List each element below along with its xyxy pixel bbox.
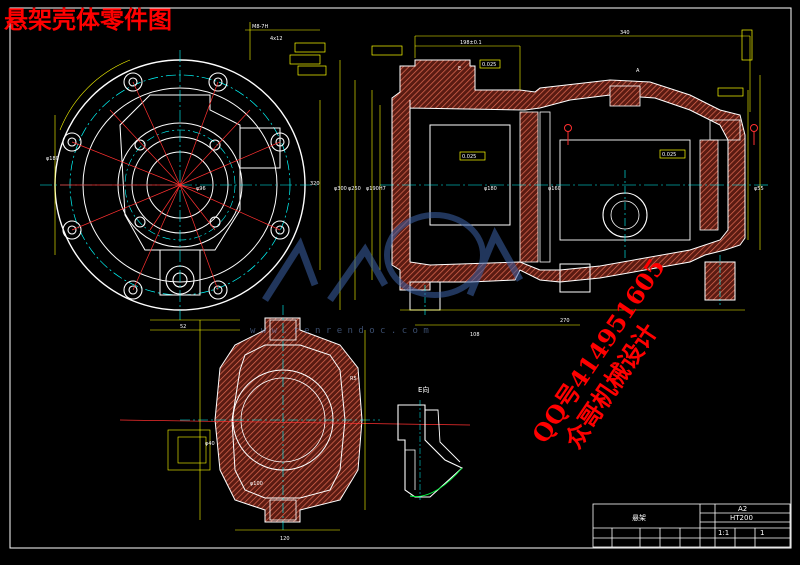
main-section-view: 198±0.1 340 φ300 φ250 φ190H7 φ180 φ160 φ… bbox=[289, 29, 770, 338]
svg-text:270: 270 bbox=[560, 318, 570, 324]
svg-text:0.025: 0.025 bbox=[482, 62, 496, 68]
casing-section bbox=[391, 59, 746, 291]
drawing-frame bbox=[9, 7, 792, 549]
watermark-url: w w w . r e n r e n d o c . c o m bbox=[250, 326, 429, 336]
svg-text:198±0.1: 198±0.1 bbox=[460, 40, 482, 46]
watermark-qq: QQ号414951605 众哥机械设计 bbox=[526, 253, 671, 454]
svg-text:340: 340 bbox=[620, 30, 630, 36]
svg-text:φ100: φ100 bbox=[250, 481, 263, 487]
title-block-text: 悬架 A2 HT200 1:1 1 bbox=[632, 505, 764, 537]
svg-text:φ180: φ180 bbox=[484, 186, 497, 192]
sheet-count: 1 bbox=[760, 529, 764, 537]
e-view-label: E向 bbox=[418, 385, 429, 394]
e-view-detail: E向 bbox=[397, 385, 463, 500]
cross-section-view: R5 φ40 φ100 120 bbox=[119, 305, 471, 542]
svg-text:φ55: φ55 bbox=[754, 186, 764, 192]
svg-text:φ190H7: φ190H7 bbox=[366, 186, 386, 192]
drawing-title: 悬架壳体零件图 bbox=[4, 5, 172, 34]
svg-text:φ160: φ160 bbox=[548, 186, 561, 192]
scale: 1:1 bbox=[718, 529, 729, 537]
end-view: M8-7H 4x12 φ180 φ96 52 320 bbox=[40, 22, 321, 331]
svg-text:0.025: 0.025 bbox=[462, 154, 476, 160]
svg-text:φ300: φ300 bbox=[334, 186, 347, 192]
svg-text:φ40: φ40 bbox=[205, 441, 215, 447]
svg-text:φ96: φ96 bbox=[196, 186, 206, 192]
material: HT200 bbox=[730, 514, 753, 522]
sheet-size: A2 bbox=[738, 505, 747, 513]
watermark-logo: w w w . r e n r e n d o c . c o m bbox=[250, 212, 524, 336]
svg-text:φ180: φ180 bbox=[46, 156, 59, 162]
svg-text:M8-7H: M8-7H bbox=[252, 24, 268, 30]
svg-text:120: 120 bbox=[280, 536, 290, 542]
title-block bbox=[592, 503, 791, 548]
cross-section-dim-labels: R5 φ40 φ100 120 bbox=[205, 376, 357, 542]
part-name: 悬架 bbox=[632, 514, 646, 522]
svg-text:E: E bbox=[458, 66, 461, 72]
svg-text:R5: R5 bbox=[350, 376, 357, 382]
svg-text:4x12: 4x12 bbox=[270, 36, 283, 42]
section-dim-labels: 198±0.1 340 φ300 φ250 φ190H7 φ180 φ160 φ… bbox=[334, 30, 764, 338]
svg-text:108: 108 bbox=[470, 332, 480, 338]
end-view-dim-labels: M8-7H 4x12 φ180 φ96 52 320 bbox=[46, 24, 320, 330]
svg-text:φ250: φ250 bbox=[348, 186, 361, 192]
svg-text:A: A bbox=[636, 68, 640, 74]
svg-text:52: 52 bbox=[180, 324, 186, 330]
svg-text:0.025: 0.025 bbox=[662, 152, 676, 158]
svg-text:320: 320 bbox=[310, 181, 320, 187]
